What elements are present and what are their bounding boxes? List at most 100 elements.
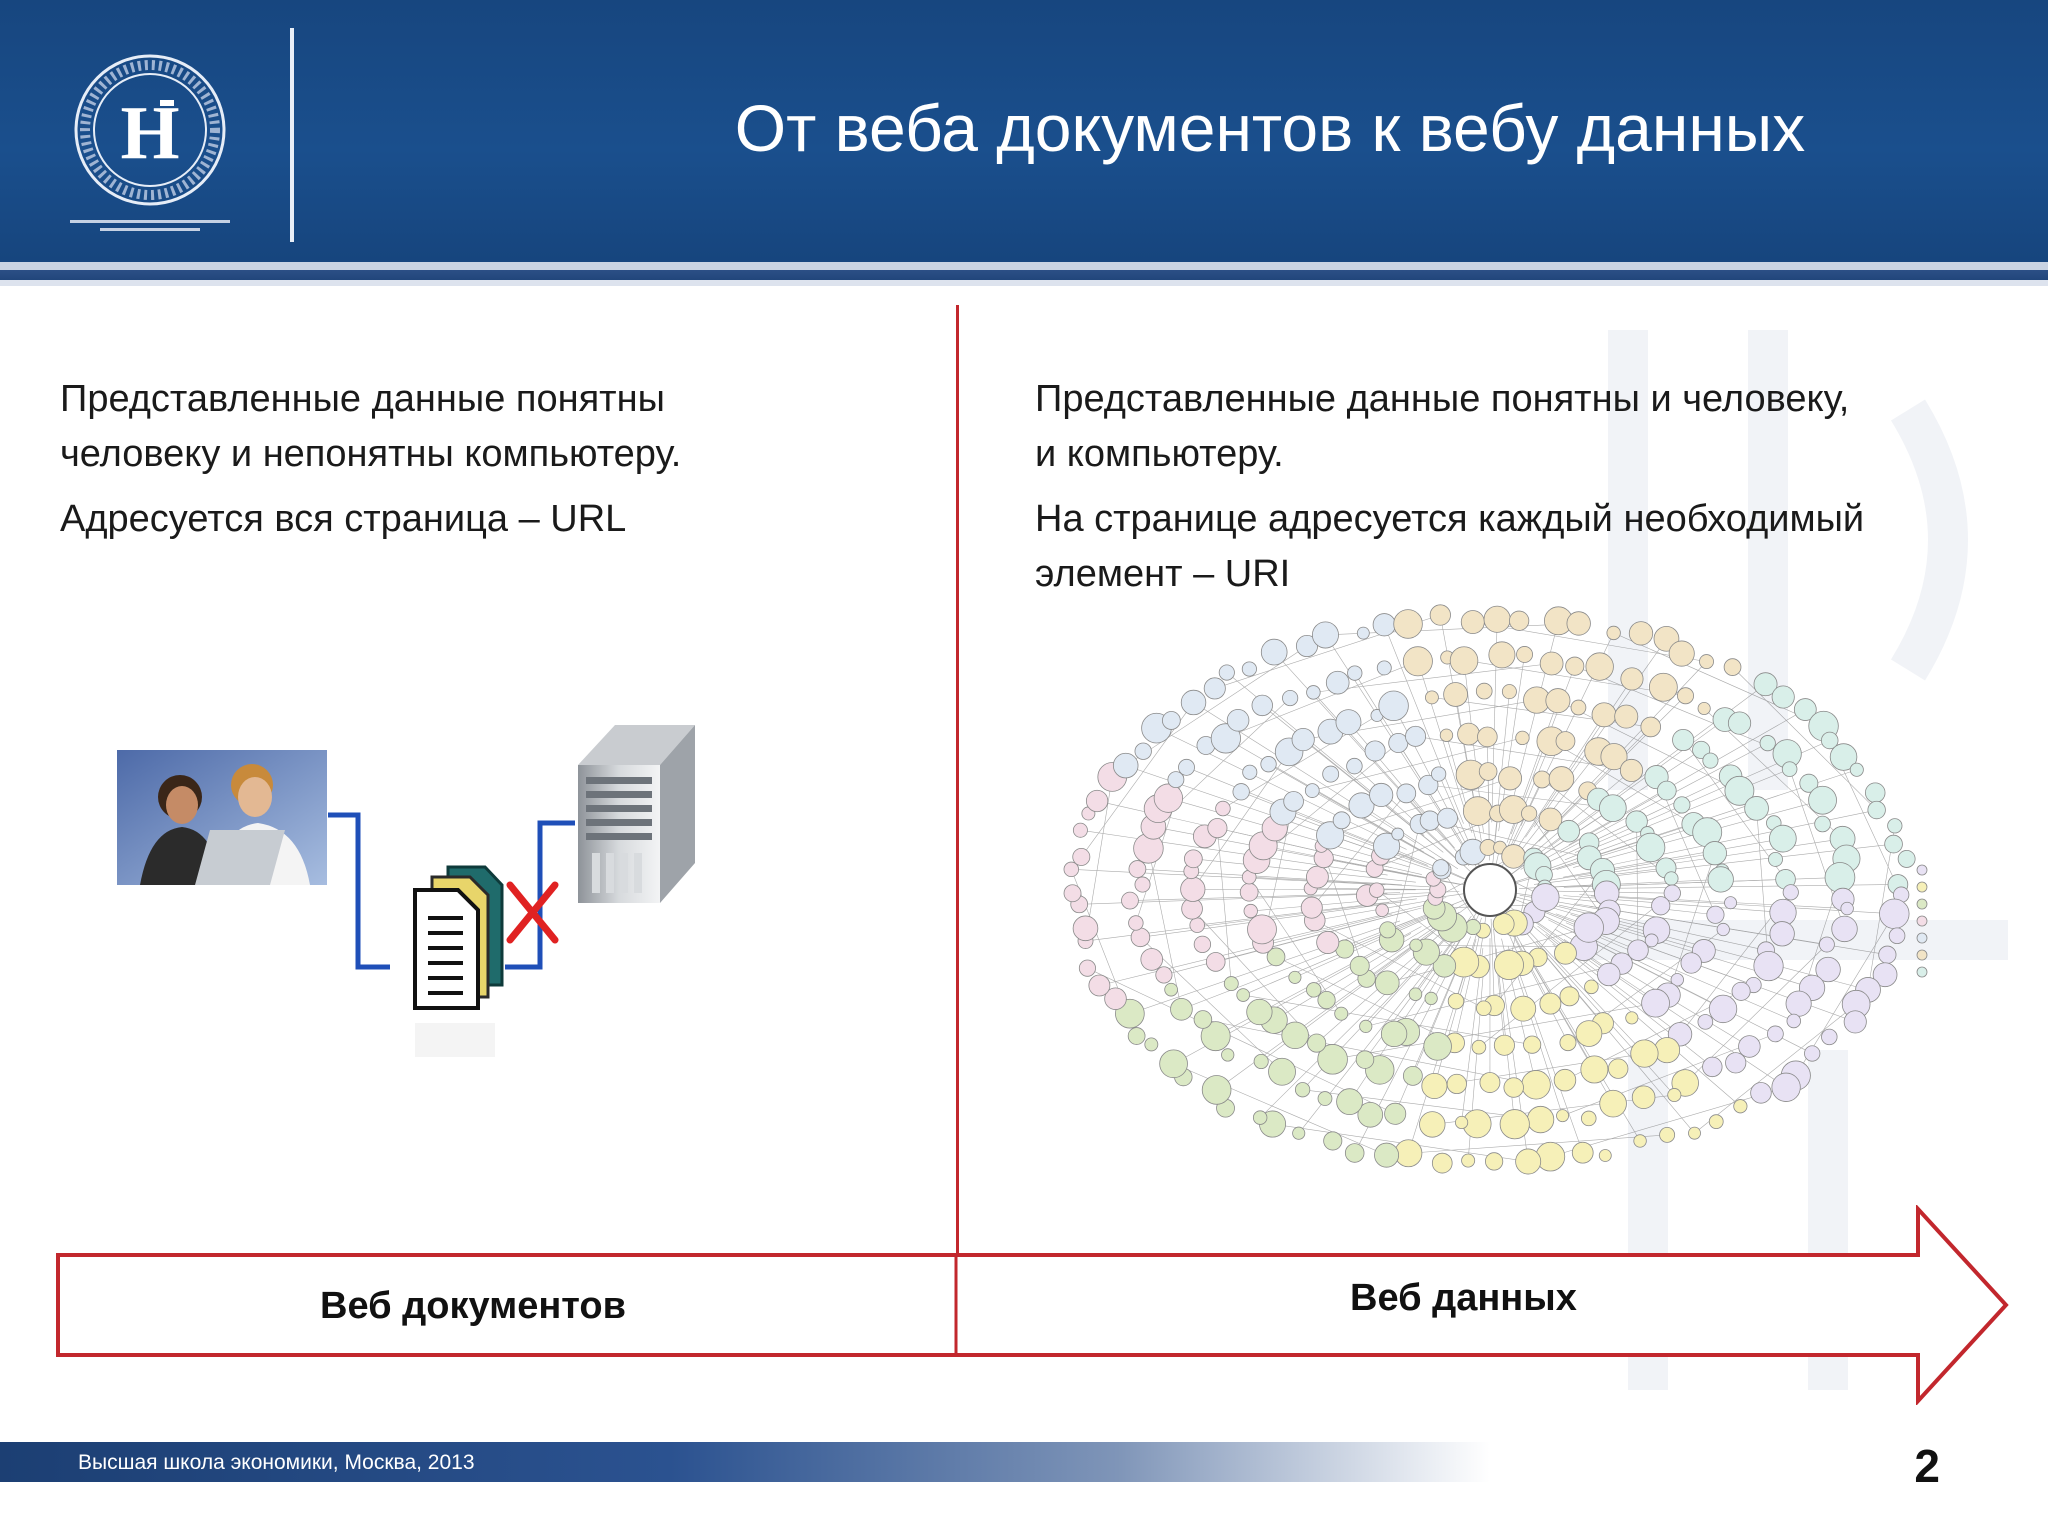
cloud-node [1360, 1020, 1372, 1032]
cloud-nodes [1064, 605, 1915, 1174]
blocked-cross-icon [510, 885, 555, 940]
cloud-node [1703, 841, 1726, 864]
cloud-node [1282, 690, 1297, 705]
cloud-node [1089, 975, 1110, 996]
cloud-node [1509, 611, 1528, 630]
cloud-node [1631, 1040, 1658, 1067]
cloud-node [1425, 992, 1437, 1004]
cloud-node [1554, 942, 1576, 964]
cloud-node [1079, 960, 1095, 976]
cloud-node [1171, 998, 1193, 1020]
cloud-node [1502, 845, 1526, 869]
cloud-node [1745, 796, 1769, 820]
cloud-node [1381, 1021, 1407, 1047]
cloud-node [1252, 695, 1273, 716]
cloud-node [1632, 1086, 1655, 1109]
cloud-node [1318, 1092, 1332, 1106]
cloud-node [1156, 967, 1172, 983]
cloud-node [1208, 818, 1227, 837]
cloud-node [1395, 1140, 1422, 1167]
cloud-node [1674, 797, 1690, 813]
cloud-node [1064, 885, 1081, 902]
cloud-node [1500, 1110, 1529, 1139]
cloud-node [1889, 928, 1905, 944]
cloud-node [1600, 1090, 1627, 1117]
left-line-3: Адресуется вся страница – URL [60, 492, 900, 547]
cloud-node [1769, 825, 1796, 852]
cloud-node [1660, 1127, 1675, 1142]
cloud-node [1145, 1038, 1158, 1051]
cloud-hub-node [1464, 864, 1516, 916]
cloud-node [1425, 691, 1438, 704]
cloud-node [1165, 983, 1178, 996]
cloud-node [1430, 605, 1450, 625]
cloud-node [1190, 918, 1205, 933]
right-line-2: и компьютеру. [1035, 427, 1985, 482]
header-stripe [0, 262, 2048, 270]
cloud-node [1566, 657, 1584, 675]
cloud-node [1865, 783, 1885, 803]
cloud-node [1576, 1021, 1602, 1047]
cloud-node [1242, 662, 1256, 676]
cloud-node [1560, 1035, 1576, 1051]
cloud-node [1129, 861, 1146, 878]
cloud-node [1135, 743, 1151, 759]
cloud-node [1073, 916, 1098, 941]
cloud-node [1397, 784, 1416, 803]
cloud-node [1480, 1073, 1500, 1093]
cloud-node [1536, 1142, 1565, 1171]
cloud-node [1293, 1127, 1305, 1139]
cloud-node [1301, 897, 1322, 918]
cloud-node [1135, 877, 1150, 892]
cloud-node [1772, 686, 1794, 708]
cloud-node [1409, 988, 1422, 1001]
cloud-node [1809, 786, 1837, 814]
cloud-node [1289, 971, 1301, 983]
cloud-node [1465, 919, 1480, 934]
cloud-node [1179, 759, 1195, 775]
cloud-node [1194, 1011, 1212, 1029]
cloud-node [1308, 1034, 1326, 1052]
cloud-node [1504, 1078, 1524, 1098]
cloud-node [1377, 661, 1391, 675]
right-line-3: На странице адресуется каждый необходимы… [1035, 492, 1985, 547]
cloud-node [1560, 987, 1579, 1006]
cloud-node [1608, 1059, 1628, 1079]
cloud-node [1237, 989, 1250, 1002]
cloud-node [1649, 673, 1677, 701]
cloud-node [1621, 668, 1643, 690]
cloud-node [1673, 729, 1694, 750]
cloud-node [1247, 915, 1276, 944]
cloud-node [1726, 1053, 1746, 1073]
cloud-node [1405, 726, 1425, 746]
cloud-node [1574, 913, 1604, 943]
cloud-node [1227, 709, 1249, 731]
cloud-node [1403, 1066, 1422, 1085]
cloud-node [1312, 622, 1338, 648]
cloud-node [1732, 982, 1750, 1000]
cloud-node [1154, 784, 1182, 812]
cloud-node [1448, 993, 1464, 1009]
cloud-node [1247, 999, 1272, 1024]
cloud-node [1751, 1083, 1772, 1104]
cloud-node [1356, 1051, 1374, 1069]
cloud-node [1369, 883, 1384, 898]
cloud-node [1269, 1058, 1296, 1085]
cloud-node [1432, 1153, 1452, 1173]
cloud-node [1128, 1028, 1145, 1045]
cloud-node [1422, 1073, 1447, 1098]
cloud-node [1447, 1074, 1466, 1093]
cloud-node [1772, 1073, 1800, 1101]
connector-left [328, 815, 390, 967]
cloud-node [1787, 1014, 1801, 1028]
people-photo [117, 750, 327, 885]
cloud-node [1832, 916, 1858, 942]
cloud-node [1724, 659, 1741, 676]
cloud-node [1760, 735, 1775, 750]
right-line-4: элемент – URI [1035, 547, 1985, 602]
cloud-node [1437, 808, 1457, 828]
cloud-node [1898, 850, 1915, 867]
cloud-node [1502, 685, 1516, 699]
cloud-node [1511, 996, 1536, 1021]
cloud-node [1708, 867, 1733, 892]
